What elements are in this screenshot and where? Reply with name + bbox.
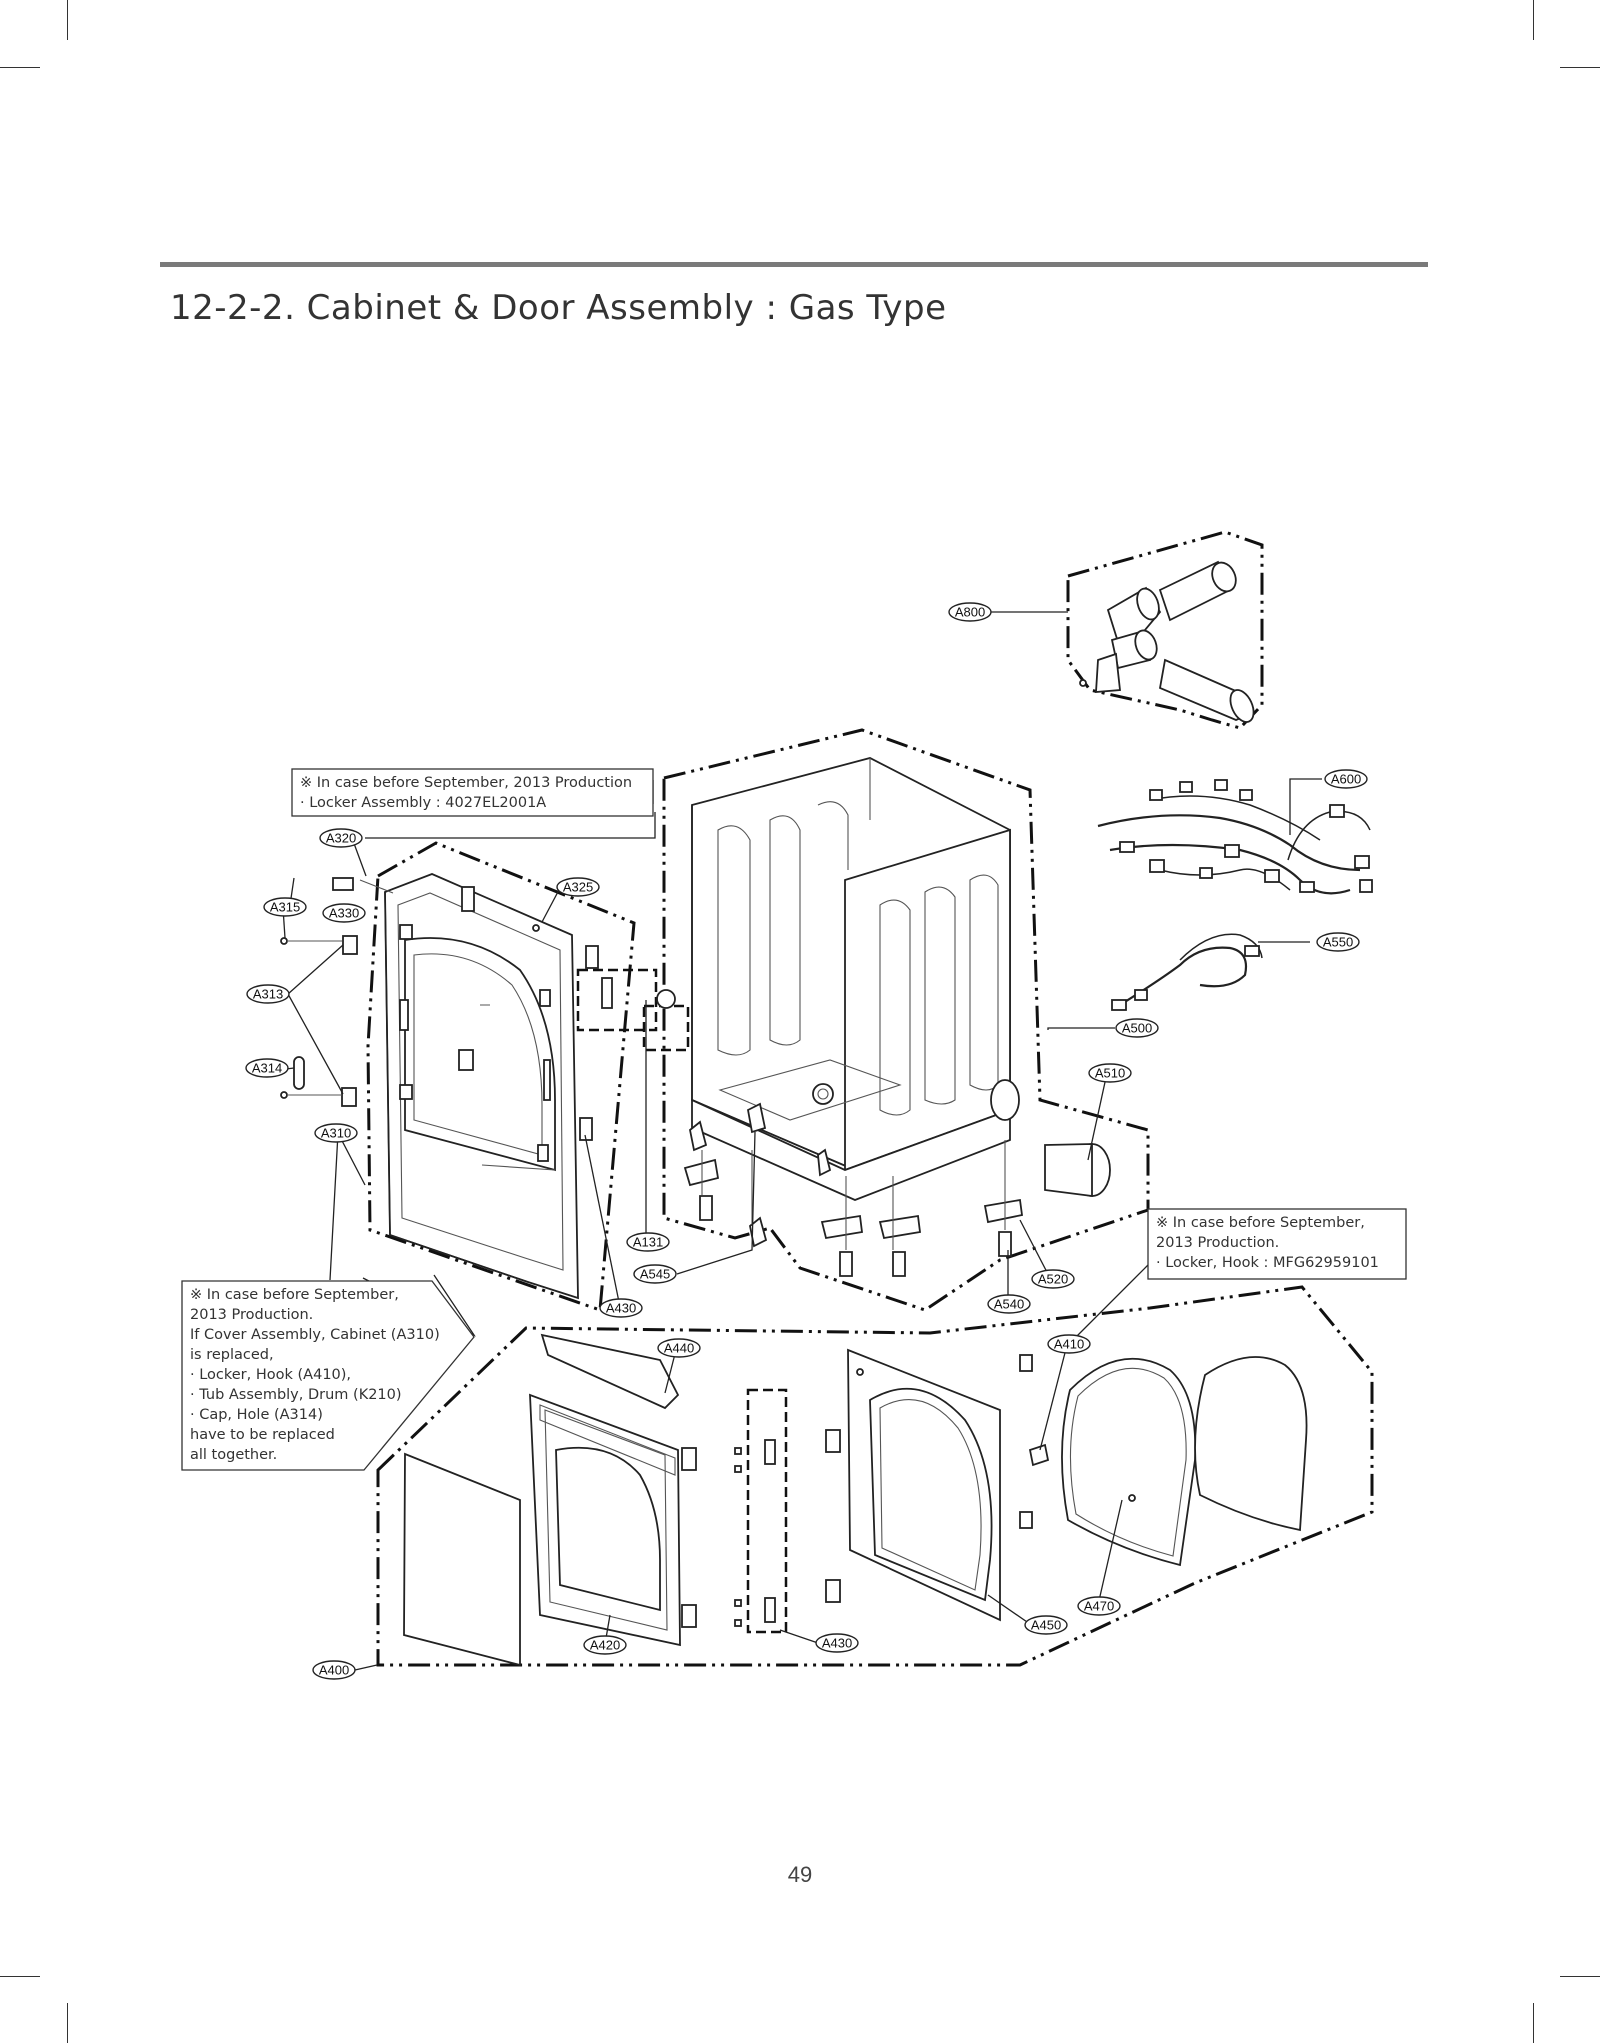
svg-text:※ In case before September,: ※ In case before September, — [190, 1287, 399, 1303]
part-bubble-a310: A310 — [314, 1123, 358, 1143]
svg-text:※ In case before September,: ※ In case before September, — [1156, 1215, 1365, 1231]
crop-mark — [67, 2003, 68, 2043]
part-bubble-a315: A315 — [263, 897, 307, 917]
svg-text:A540: A540 — [994, 1297, 1024, 1312]
svg-text:A510: A510 — [1095, 1066, 1125, 1081]
svg-text:A400: A400 — [319, 1663, 349, 1678]
door-small-parts — [280, 877, 767, 1141]
page-number: 49 — [787, 1862, 813, 1887]
part-bubble-a430-bottom: A430 — [815, 1633, 859, 1653]
svg-text:A410: A410 — [1054, 1337, 1084, 1352]
part-bubble-a330: A330 — [322, 903, 366, 923]
svg-text:· Cap, Hole (A314): · Cap, Hole (A314) — [190, 1407, 323, 1423]
svg-text:A550: A550 — [1323, 935, 1353, 950]
crop-mark — [1560, 1976, 1600, 1977]
part-bubble-a320: A320 — [319, 828, 363, 848]
svg-text:· Tub Assembly, Drum (K210): · Tub Assembly, Drum (K210) — [190, 1387, 402, 1403]
header-rule — [160, 262, 1428, 267]
svg-text:is replaced,: is replaced, — [190, 1347, 274, 1363]
door-hinge-bracket — [734, 1439, 776, 1627]
svg-text:A800: A800 — [955, 605, 985, 620]
svg-text:A315: A315 — [270, 900, 300, 915]
svg-text:· Locker, Hook : MFG62959101: · Locker, Hook : MFG62959101 — [1156, 1255, 1379, 1271]
svg-text:A314: A314 — [252, 1061, 282, 1076]
part-bubble-a550: A550 — [1316, 932, 1360, 952]
gas-valve-wire-harness — [1111, 933, 1263, 1011]
svg-text:A440: A440 — [664, 1341, 694, 1356]
crop-mark — [0, 67, 40, 68]
exhaust-duct-assembly — [1079, 560, 1255, 723]
crop-mark — [1533, 2003, 1534, 2043]
part-bubble-a325: A325 — [556, 877, 600, 897]
svg-text:A330: A330 — [329, 906, 359, 921]
svg-text:A131: A131 — [633, 1235, 663, 1250]
svg-text:· Locker Assembly : 4027EL2001: · Locker Assembly : 4027EL2001A — [300, 795, 546, 811]
svg-text:A320: A320 — [326, 831, 356, 846]
crop-mark — [0, 1976, 40, 1977]
svg-text:A450: A450 — [1031, 1618, 1061, 1633]
hinge-bracket-detail-box — [746, 1388, 788, 1634]
svg-text:A310: A310 — [321, 1126, 351, 1141]
svg-text:· Locker, Hook (A410),: · Locker, Hook (A410), — [190, 1367, 351, 1383]
cabinet-cover-panel — [384, 873, 579, 1300]
part-bubble-a500: A500 — [1115, 1018, 1159, 1038]
svg-text:all together.: all together. — [190, 1447, 277, 1463]
part-bubble-a510: A510 — [1088, 1063, 1132, 1083]
front-door-group-boundary — [376, 1285, 1374, 1667]
door-gasket-ring — [1061, 1357, 1197, 1567]
part-bubble-a540: A540 — [987, 1294, 1031, 1314]
svg-text:A545: A545 — [640, 1267, 670, 1282]
svg-text:A430: A430 — [606, 1301, 636, 1316]
part-bubble-a450: A450 — [1024, 1615, 1068, 1635]
part-bubble-a470: A470 — [1077, 1596, 1121, 1616]
svg-text:If Cover Assembly, Cabinet (A3: If Cover Assembly, Cabinet (A310) — [190, 1327, 440, 1343]
svg-text:A313: A313 — [253, 987, 283, 1002]
svg-text:A420: A420 — [590, 1638, 620, 1653]
leader-lines — [282, 611, 1322, 1671]
cabinet-group-boundary — [662, 728, 1150, 1312]
page-title: 12-2-2. Cabinet & Door Assembly : Gas Ty… — [170, 288, 947, 328]
note-cabinet-cover-replacement: ※ In case before September, 2013 Product… — [181, 1274, 476, 1471]
part-bubble-a520: A520 — [1031, 1269, 1075, 1289]
svg-text:A430: A430 — [822, 1636, 852, 1651]
svg-text:A500: A500 — [1122, 1021, 1152, 1036]
duct-group-boundary — [1066, 530, 1264, 730]
svg-text:※ In case before September, 20: ※ In case before September, 2013 Product… — [300, 775, 632, 791]
part-bubble-a314: A314 — [245, 1058, 289, 1078]
part-bubble-a440: A440 — [657, 1338, 701, 1358]
locker-hook-detail-box — [642, 1004, 690, 1052]
part-bubble-a313: A313 — [246, 984, 290, 1004]
part-bubble-a600: A600 — [1324, 769, 1368, 789]
main-wire-harness — [1097, 779, 1373, 895]
svg-text:A520: A520 — [1038, 1272, 1068, 1287]
door-handle-trim — [540, 1333, 680, 1410]
part-bubble-a131: A131 — [626, 1232, 670, 1252]
part-bubble-a800: A800 — [948, 602, 992, 622]
svg-text:A600: A600 — [1331, 772, 1361, 787]
svg-text:2013 Production.: 2013 Production. — [190, 1307, 313, 1323]
part-bubble-a400: A400 — [312, 1660, 356, 1680]
door-glass-cover — [403, 1452, 521, 1667]
door-group-boundary — [366, 841, 636, 1313]
cabinet-body — [683, 757, 1111, 1277]
locker-detail-box — [576, 968, 658, 1032]
part-bubble-a410: A410 — [1047, 1334, 1091, 1354]
note-locker-assembly: ※ In case before September, 2013 Product… — [291, 768, 654, 817]
part-bubble-a430-top: A430 — [599, 1298, 643, 1318]
door-inner-glass — [1194, 1356, 1308, 1532]
note-locker-hook: ※ In case before September, 2013 Product… — [1147, 1208, 1407, 1280]
svg-text:A470: A470 — [1084, 1599, 1114, 1614]
crop-mark — [1533, 0, 1534, 40]
part-bubble-a545: A545 — [633, 1264, 677, 1284]
part-bubble-a420: A420 — [583, 1635, 627, 1655]
door-inner-frame — [825, 1348, 1050, 1622]
crop-mark — [1560, 67, 1600, 68]
svg-text:2013 Production.: 2013 Production. — [1156, 1235, 1279, 1251]
door-frame-outer — [529, 1393, 697, 1647]
svg-text:have to be replaced: have to be replaced — [190, 1427, 335, 1443]
crop-mark — [67, 0, 68, 40]
svg-text:A325: A325 — [563, 880, 593, 895]
